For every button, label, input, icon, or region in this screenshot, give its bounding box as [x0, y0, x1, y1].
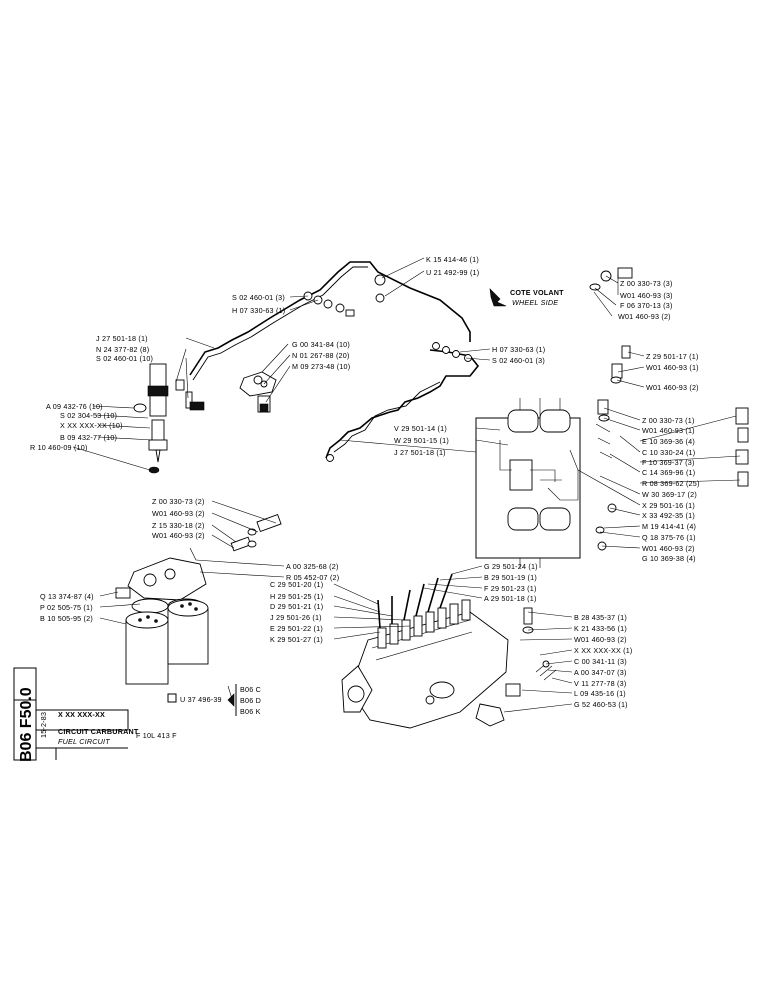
wheel-side-fr: COTE VOLANT [510, 288, 564, 297]
title-en: FUEL CIRCUIT [58, 737, 110, 746]
part-label-engine-pipes: W 29 501-15 (1) [394, 436, 449, 445]
part-label-filter: R 05 452-07 (2) [286, 573, 339, 582]
pipe-clamp [239, 371, 277, 413]
variant-pointer-icon [227, 693, 235, 707]
part-label-engine-pipes: J 27 501-18 (1) [394, 448, 446, 457]
title-block [13, 667, 237, 761]
part-label-right-list: W01 460-93 (2) [642, 544, 695, 553]
part-label-right-list: Q 18 375-76 (1) [642, 533, 696, 542]
part-label-right-list: W01 460-93 (1) [642, 426, 695, 435]
part-label-right-list: W 30 369-17 (2) [642, 490, 697, 499]
part-label-left-injector: B 09 432-77 (10) [60, 433, 117, 442]
part-label-right-top: W01 460-93 (2) [618, 312, 671, 321]
part-label-filter: Z 15 330-18 (2) [152, 521, 205, 530]
part-label-top-pipes: H 07 330-63 (1) [492, 345, 545, 354]
part-label-top-pipes: S 02 460-01 (3) [232, 293, 285, 302]
part-label-pump-right: A 00 347-07 (3) [574, 668, 627, 677]
part-label-top-pipes: S 02 460-01 (3) [492, 356, 545, 365]
part-label-right-list: Z 00 330-73 (1) [642, 416, 695, 425]
right-fittings [589, 267, 749, 551]
part-label-right-list: Z 29 501-17 (1) [646, 352, 699, 361]
part-label-pump-right: G 52 460-53 (1) [574, 700, 628, 709]
part-label-pump-pipes: F 29 501-23 (1) [484, 584, 537, 593]
engine-model: F 10L 413 F [136, 731, 177, 740]
part-label-right-top: W01 460-93 (3) [620, 291, 673, 300]
part-label-right-list: W01 460-93 (1) [646, 363, 699, 372]
part-label-pump-pipes: J 29 501-26 (1) [270, 613, 322, 622]
part-label-right-list: X 33 492-35 (1) [642, 511, 695, 520]
part-label-filter: W01 460-93 (2) [152, 531, 205, 540]
pump-outlets [377, 599, 471, 649]
title-fr: CIRCUIT CARBURANT [58, 727, 139, 736]
part-label-left-injector: X XX XXX-XX (10) [60, 421, 123, 430]
injection-pump [341, 573, 557, 729]
part-label-pump-pipes: E 29 501-22 (1) [270, 624, 323, 633]
part-label-pump-right: K 21 433-56 (1) [574, 624, 627, 633]
variant-b06d: B06 D [240, 696, 261, 705]
part-label-pump-right: W01 460-93 (2) [574, 635, 627, 644]
variant-b06k: B06 K [240, 707, 261, 716]
part-label-top-pipes: K 15 414-46 (1) [426, 255, 479, 264]
part-label-right-list: M 19 414-41 (4) [642, 522, 696, 531]
part-label-engine-pipes: V 29 501-14 (1) [394, 424, 447, 433]
injector-assembly [133, 363, 205, 474]
part-label-top-pipes: H 07 330-63 (1) [232, 306, 285, 315]
part-label-right-list: C 14 369-96 (1) [642, 468, 695, 477]
part-label-pump-pipes: H 29 501-25 (1) [270, 592, 323, 601]
part-label-filter: W01 460-93 (2) [152, 509, 205, 518]
sheet-x-code: X XX XXX-XX [58, 710, 105, 719]
part-label-pump-pipes: K 29 501-27 (1) [270, 635, 323, 644]
part-label-filter: A 00 325-68 (2) [286, 562, 339, 571]
sheet-code: B06 F50.0 [18, 687, 35, 762]
part-label-pump-pipes: C 29 501-20 (1) [270, 580, 323, 589]
part-label-pump-pipes: B 29 501-19 (1) [484, 573, 537, 582]
part-label-right-top: F 06 370-13 (3) [620, 301, 673, 310]
part-label-pump-pipes: D 29 501-21 (1) [270, 602, 323, 611]
part-label-left-injector: S 02 304-53 (10) [60, 411, 117, 420]
part-label-left-injector: R 10 460-09 (10) [30, 443, 88, 452]
variant-code: U 37 496-39 [180, 695, 222, 704]
part-label-pump-right: C 00 341-11 (3) [574, 657, 627, 666]
engine-block-outline [475, 398, 613, 568]
part-label-filter: Z 00 330-73 (2) [152, 497, 205, 506]
part-label-pump-right: B 28 435-37 (1) [574, 613, 627, 622]
part-label-right-list: C 10 330-24 (1) [642, 448, 695, 457]
part-label-left-injector: S 02 460-01 (10) [96, 354, 153, 363]
part-label-mid-clamp: M 09 273-48 (10) [292, 362, 350, 371]
part-label-filter: Q 13 374-87 (4) [40, 592, 94, 601]
part-label-left-injector: A 09 432-76 (10) [46, 402, 103, 411]
part-label-right-list: F 10 369-37 (3) [642, 458, 695, 467]
part-label-pump-pipes: A 29 501-18 (1) [484, 594, 537, 603]
injection-pipes-top [189, 261, 480, 462]
fuel-filter [115, 513, 282, 685]
part-label-mid-clamp: G 00 341-84 (10) [292, 340, 350, 349]
part-label-right-list: G 10 369-38 (4) [642, 554, 696, 563]
part-label-pump-right: X XX XXX-XX (1) [574, 646, 633, 655]
sheet-date: 15-2-83 [39, 712, 48, 738]
part-label-top-pipes: U 21 492-99 (1) [426, 268, 479, 277]
banjo-fittings [303, 274, 472, 462]
wheel-side-arrow-icon [489, 288, 507, 307]
part-labels: K 15 414-46 (1) U 21 492-99 (1) S 02 460-0… [30, 255, 700, 709]
part-label-mid-clamp: N 01 267-88 (20) [292, 351, 350, 360]
part-label-pump-pipes: G 29 501-24 (1) [484, 562, 538, 571]
part-label-left-injector: J 27 501-18 (1) [96, 334, 148, 343]
part-label-pump-right: L 09 435-16 (1) [574, 689, 626, 698]
part-label-filter: B 10 505-95 (2) [40, 614, 93, 623]
part-label-right-top: Z 00 330-73 (3) [620, 279, 673, 288]
variant-b06c: B06 C [240, 685, 261, 694]
part-label-left-injector: N 24 377-82 (8) [96, 345, 149, 354]
wheel-side-en: WHEEL SIDE [512, 298, 558, 307]
part-label-filter: P 02 505-75 (1) [40, 603, 93, 612]
part-label-right-list: W01 460-93 (2) [646, 383, 699, 392]
leader-lines [72, 257, 741, 713]
part-label-pump-right: V 11 277-78 (3) [574, 679, 626, 688]
part-label-right-list: E 10 369-36 (4) [642, 437, 695, 446]
part-label-right-list: R 08 369-62 (25) [642, 479, 700, 488]
part-label-right-list: X 29 501-16 (1) [642, 501, 695, 510]
